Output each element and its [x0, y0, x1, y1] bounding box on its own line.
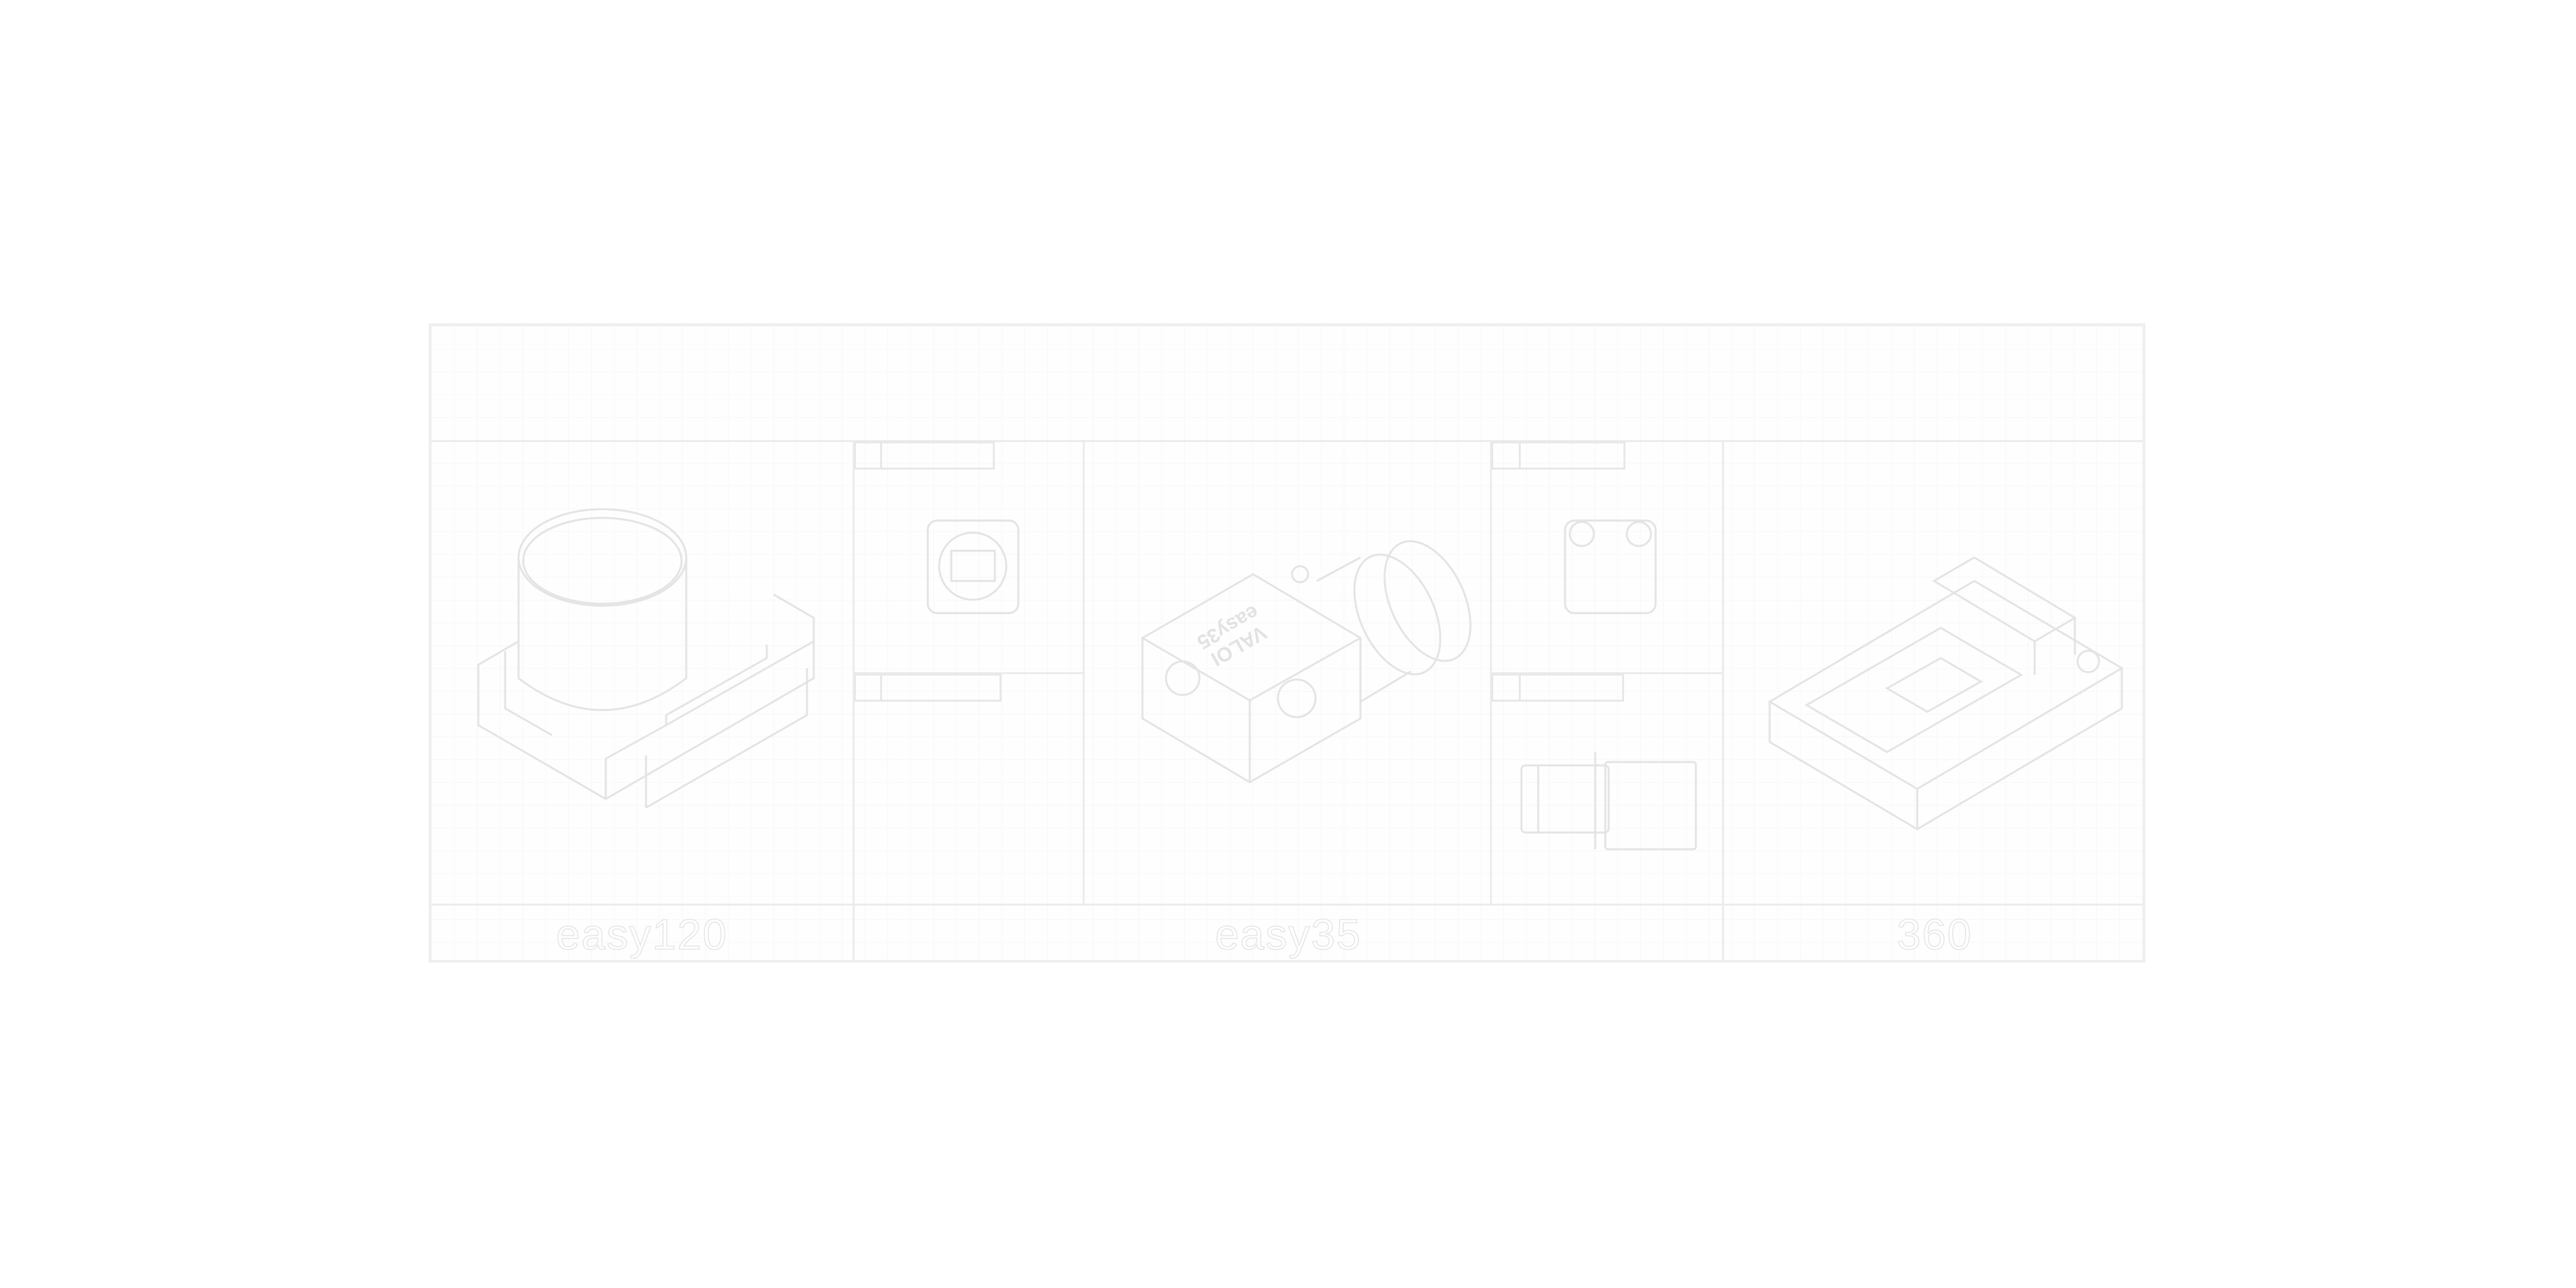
camera-side-view-icon: [1520, 752, 1697, 851]
360-illustration: [1768, 556, 2124, 830]
board-header: [431, 326, 2143, 441]
panel-tab: [854, 441, 995, 470]
panel-divider: [1490, 672, 1723, 674]
footer-divider: [431, 904, 2143, 906]
panel-tab: [1491, 674, 1624, 702]
panel-tab: [1491, 441, 1625, 470]
product-label-360: 360: [1896, 910, 1973, 959]
product-comparison-board: VALOI easy35 easy120 easy35 360: [429, 323, 2145, 963]
easy120-illustration: [477, 508, 815, 809]
panel-divider: [853, 672, 1084, 674]
column-divider: [1083, 440, 1085, 904]
product-label-easy120: easy120: [555, 910, 728, 959]
camera-front-view-icon: [926, 519, 1020, 614]
camera-front-view-2-icon: [1564, 519, 1657, 614]
easy35-illustration: [1141, 540, 1472, 784]
header-divider: [431, 440, 2143, 442]
product-label-easy35: easy35: [1215, 910, 1362, 959]
column-divider: [853, 440, 855, 960]
column-divider: [1490, 440, 1492, 904]
panel-tab: [854, 674, 1002, 702]
column-divider: [1722, 440, 1724, 960]
